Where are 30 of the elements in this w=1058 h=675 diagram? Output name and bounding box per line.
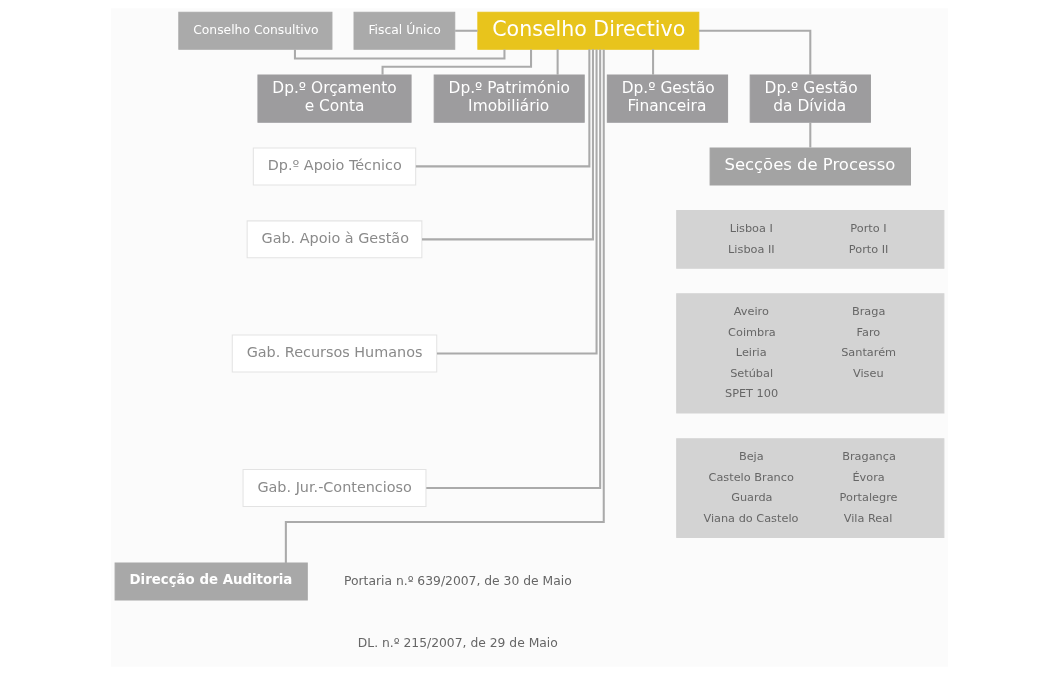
node-box: Beja Bragança Castelo Branco Évora Guarda Portalegre Viana do Castelo Vila Real bbox=[675, 438, 944, 538]
node-box: Conselho Directivo bbox=[476, 11, 699, 50]
label: DL. n.º 215/2007, de 29 de Maio bbox=[357, 636, 558, 651]
node-box: Gab. Jur.-Contencioso bbox=[242, 469, 426, 508]
connector bbox=[556, 49, 559, 75]
connector bbox=[381, 49, 532, 75]
node-box: Gab. Recursos Humanos bbox=[231, 334, 437, 373]
connector bbox=[415, 49, 590, 168]
connector bbox=[808, 122, 811, 148]
node-box: Secções de Processo bbox=[709, 147, 911, 186]
node-box: Dp.º Apoio Técnico bbox=[252, 147, 416, 186]
connector bbox=[454, 29, 478, 32]
connector bbox=[425, 49, 601, 490]
node-box: Conselho Consultivo bbox=[177, 11, 332, 50]
node-box: Fiscal Único bbox=[353, 11, 455, 50]
connector bbox=[651, 49, 654, 75]
connector bbox=[436, 49, 598, 355]
node-box: Direcção de Auditoria bbox=[114, 562, 308, 601]
node-box: Aveiro Braga Coimbra Faro Leiria Santarém Setúbal Viseu SPET 100 bbox=[675, 293, 944, 414]
node-box: Dp.º Gestão Financeira bbox=[606, 74, 728, 123]
connector bbox=[284, 49, 605, 564]
node-box: Dp.º Orçamento e Conta bbox=[256, 74, 412, 123]
connector bbox=[293, 49, 505, 60]
node-box: Lisboa I Porto I Lisboa II Porto II bbox=[675, 210, 944, 269]
connector bbox=[421, 49, 594, 241]
node-box: Dp.º Gestão da Dívida bbox=[749, 74, 871, 123]
connector bbox=[698, 29, 811, 75]
node-box: Dp.º Património Imobiliário bbox=[433, 74, 585, 123]
label: Portaria n.º 639/2007, de 30 de Maio bbox=[343, 573, 572, 588]
node-box: Gab. Apoio à Gestão bbox=[246, 220, 422, 259]
